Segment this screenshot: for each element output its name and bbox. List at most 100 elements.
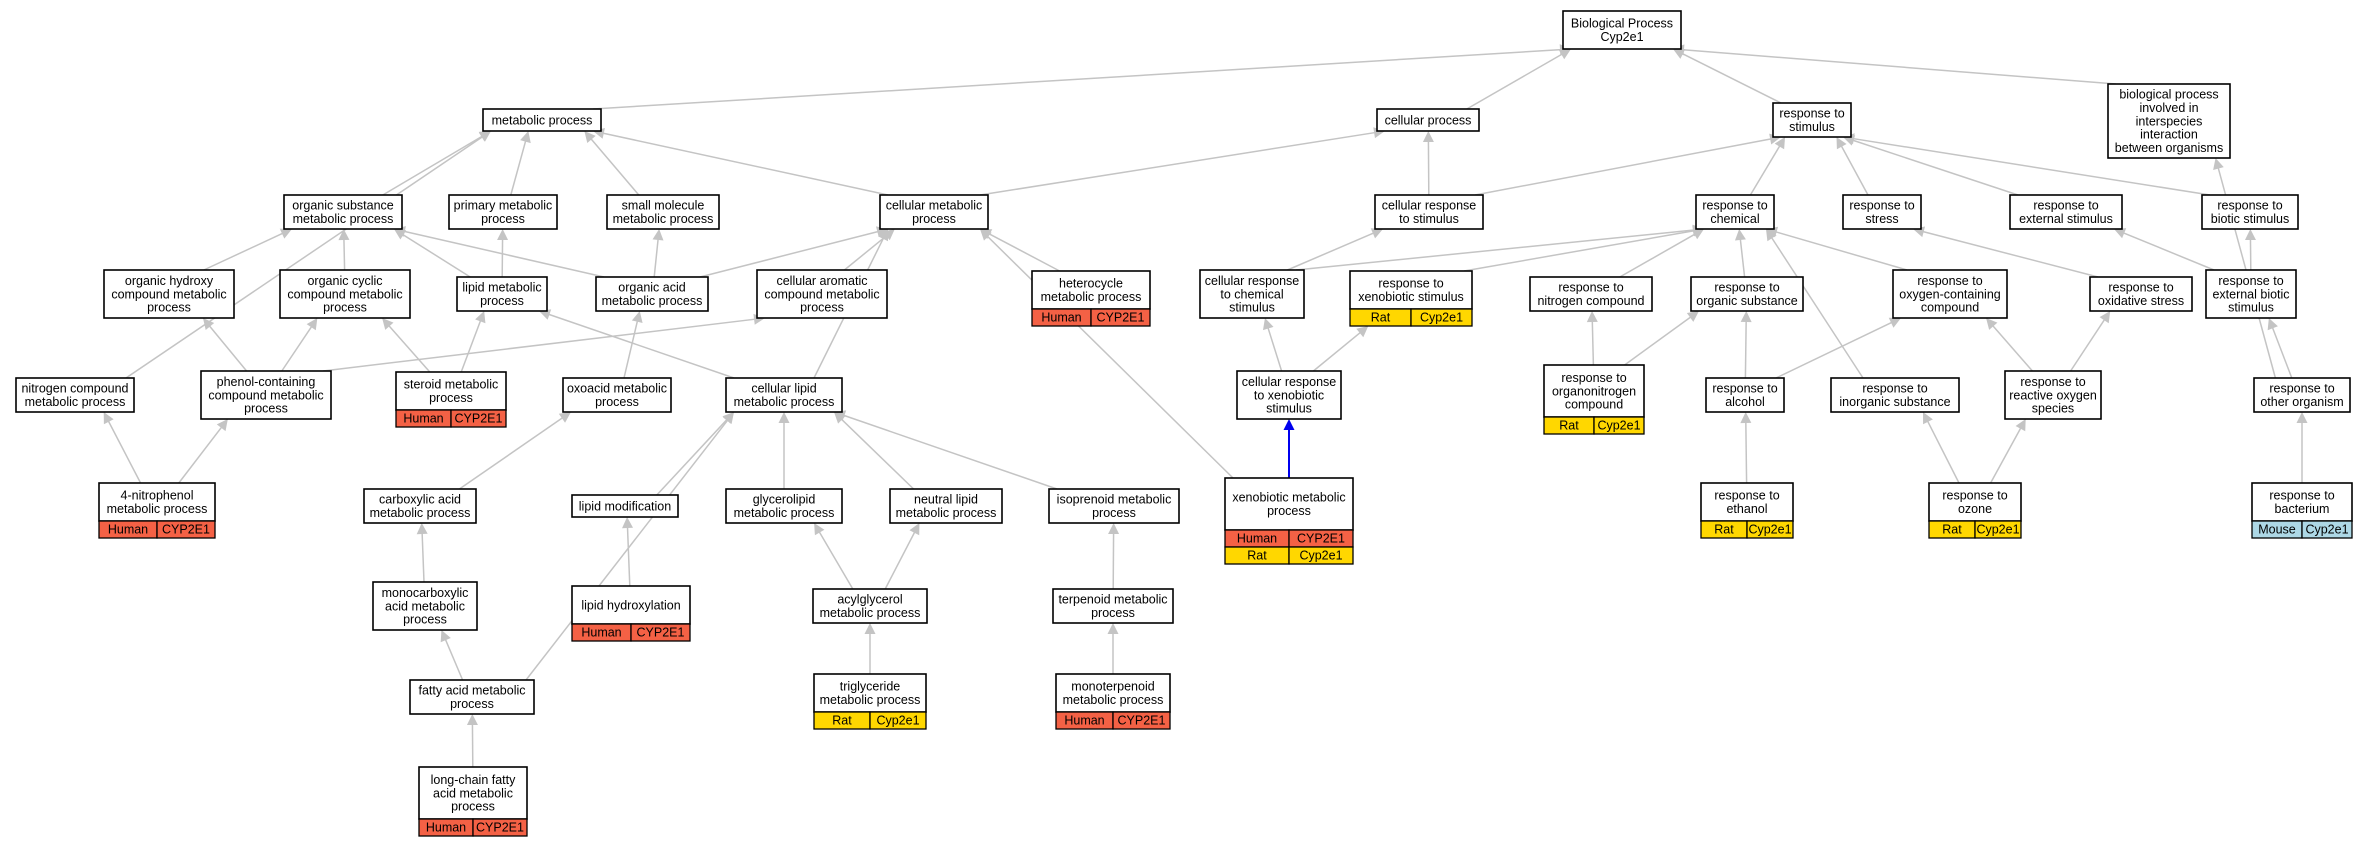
gene-tag <box>472 818 528 837</box>
edge-lipid_mod-to-cell_lipid <box>656 412 734 496</box>
node-label: chemical <box>1710 212 1759 226</box>
node-label: to stimulus <box>1399 212 1459 226</box>
edge-resp_chem-to-resp_stim <box>1749 137 1786 196</box>
edge-line <box>1745 421 1748 484</box>
arrowhead <box>466 714 478 726</box>
arrowhead <box>1836 137 1847 150</box>
node-label: response to <box>2217 199 2282 213</box>
edge-neutral_lipid-to-cell_lipid <box>834 412 915 490</box>
arrowhead <box>558 412 571 423</box>
edge-line <box>653 238 659 278</box>
edge-line <box>2069 318 2106 372</box>
edge-line <box>208 325 248 372</box>
gene-label: CYP2E1 <box>1297 532 1345 546</box>
arrowhead <box>2296 412 2308 423</box>
node-label: response to <box>2269 489 2334 503</box>
edge-resp_ext_biotic-to-resp_biotic <box>2244 229 2256 271</box>
node-box <box>1695 194 1775 230</box>
node-label: monoterpenoid <box>1071 680 1154 694</box>
node-label: interaction <box>2140 128 2198 142</box>
arrowhead <box>202 318 215 330</box>
species-label: Rat <box>1942 523 1962 537</box>
node-box <box>482 108 602 132</box>
node-box <box>571 585 691 625</box>
species-label: Human <box>1041 311 1081 325</box>
edge-metabolic-to-root <box>592 44 1571 110</box>
go-term-node-metabolic[interactable]: metabolic process <box>482 108 602 132</box>
arrowhead <box>909 523 920 536</box>
go-term-node-cellular[interactable]: cellular process <box>1376 108 1480 132</box>
node-label: nitrogen compound <box>1537 294 1644 308</box>
gene-tag <box>1593 416 1645 435</box>
node-box <box>1543 364 1645 418</box>
node-box <box>1052 588 1174 624</box>
node-label: reactive oxygen <box>2009 388 2097 402</box>
node-box <box>562 377 672 413</box>
edge-org_hydroxy-to-org_subst_met <box>203 228 292 271</box>
gene-label: Cyp2e1 <box>1976 523 2019 537</box>
arrowhead <box>722 412 734 425</box>
arrowhead <box>652 229 664 241</box>
edge-line <box>1591 320 1595 366</box>
edge-line <box>343 238 346 271</box>
arrowhead <box>2015 419 2026 432</box>
node-box <box>1705 377 1785 413</box>
edge-cell_lipid-to-lipid_met <box>539 309 735 379</box>
gene-tag <box>1746 520 1794 539</box>
go-term-node-lipid_mod[interactable]: lipid modification <box>571 494 679 518</box>
